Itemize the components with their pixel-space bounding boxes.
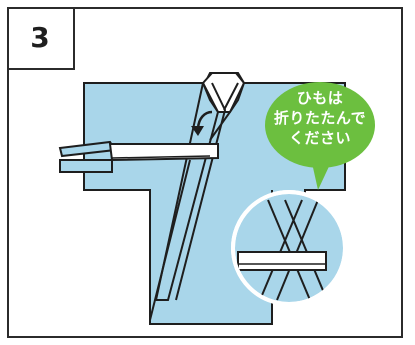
callout-bubble [265, 82, 375, 190]
callout-line-3: ください [288, 129, 351, 147]
tie-string [58, 140, 219, 173]
collar-right-inner [223, 82, 239, 111]
front-overlap-line [149, 159, 191, 321]
panel-border [7, 7, 403, 338]
tie-band-shadow [111, 155, 211, 159]
step-number: 3 [30, 21, 50, 54]
magnifier-detail-icon [231, 190, 347, 306]
callout-line-2: 折りたたんで [273, 109, 367, 127]
callout-line-1: ひもは [296, 89, 344, 107]
callout-text: ひもは 折りたたんで ください [272, 88, 368, 148]
collar-right [209, 82, 245, 141]
collar-left [154, 82, 220, 301]
step-number-badge: 3 [7, 7, 75, 70]
curved-arrow-icon [191, 110, 213, 136]
tie-folded-left-lower [59, 159, 113, 173]
